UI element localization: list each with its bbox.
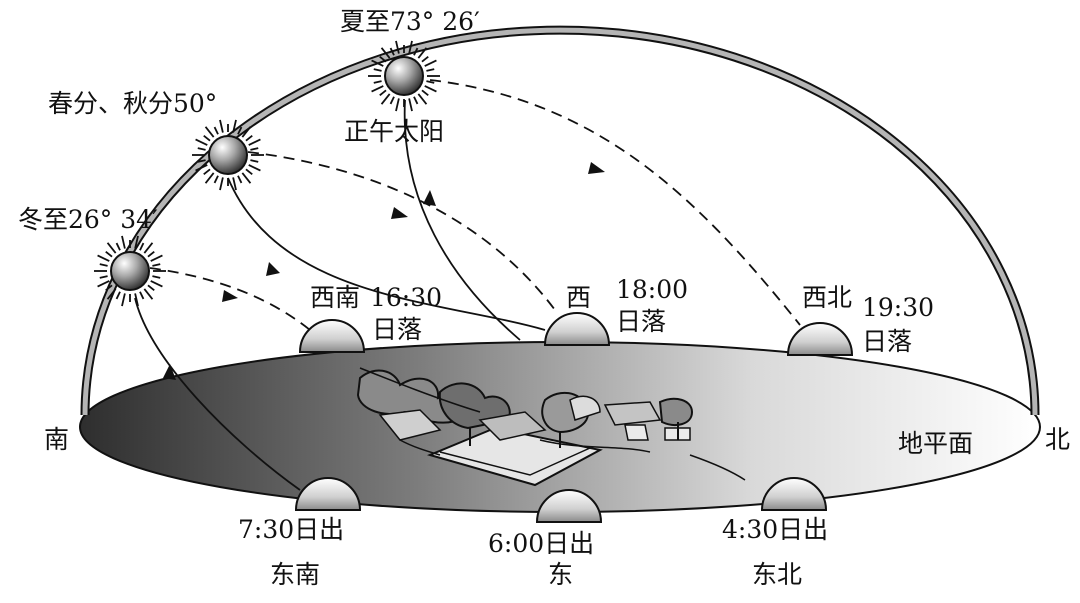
label-noon-sun: 正午太阳 <box>344 117 444 146</box>
arrow-set-summer <box>588 162 605 174</box>
sun-ray <box>249 139 261 145</box>
sun-ray <box>380 90 386 95</box>
sun-ray <box>148 252 154 257</box>
sun-ray <box>220 177 223 190</box>
label-west-event: 日落 <box>616 307 666 336</box>
label-east-time: 6:00日出 <box>488 529 594 558</box>
sunset-path-summer <box>430 80 800 325</box>
label-summer-solstice: 夏至73° 26′ <box>340 7 480 36</box>
label-equinox: 春分、秋分50° <box>48 89 217 118</box>
sun-ray <box>100 264 108 266</box>
label-northwest-event: 日落 <box>862 327 912 356</box>
arrow-rise-equinox <box>266 262 280 276</box>
sun-ray <box>414 97 417 104</box>
label-west-time: 18:00 <box>616 275 688 304</box>
sun-ray <box>144 243 152 253</box>
sun-ray <box>426 81 434 83</box>
sun-ray <box>206 127 214 137</box>
sun-ray <box>204 169 210 174</box>
sun-ray <box>198 148 206 150</box>
label-northwest-dir: 西北 <box>802 283 852 312</box>
sun-ray <box>425 86 437 92</box>
sun-ray <box>151 281 163 287</box>
label-winter-solstice: 冬至26° 34′ <box>18 205 158 234</box>
sun-ray <box>140 292 143 299</box>
sun-ray <box>391 97 394 104</box>
sun-ray <box>418 94 426 104</box>
label-southwest-time: 16:30 <box>370 283 442 312</box>
sun-ray <box>204 136 210 141</box>
sun-ray <box>396 98 399 111</box>
label-southwest-dir: 西南 <box>310 283 360 312</box>
label-southeast-time: 7:30日出 <box>238 515 344 544</box>
sun-ray <box>220 120 223 133</box>
sun-ray <box>374 69 382 71</box>
label-northeast-time: 4:30日出 <box>722 515 828 544</box>
sun-ray <box>215 127 218 134</box>
sun-ray <box>206 173 214 183</box>
label-southwest-event: 日落 <box>372 315 422 344</box>
sun-ray <box>152 276 160 278</box>
sun-ray <box>374 81 382 83</box>
sun-ray <box>409 98 412 111</box>
sunset-sun-southwest <box>300 320 364 352</box>
sun-ray <box>196 139 208 145</box>
sun-ray <box>238 176 241 183</box>
sun-ray <box>372 86 384 92</box>
sun-ray <box>148 285 154 290</box>
sun-ray <box>242 173 250 183</box>
sun-summer-solstice <box>368 41 440 111</box>
sun-ray <box>152 264 160 266</box>
arrow-set-equinox <box>391 207 408 219</box>
sun-ray <box>422 57 428 62</box>
label-east-dir: 东 <box>548 560 573 589</box>
sun-ray <box>98 255 110 261</box>
sun-ray <box>100 276 108 278</box>
sun-ray <box>144 289 152 299</box>
label-northeast-dir: 东北 <box>752 560 802 589</box>
sun-ray <box>117 243 120 250</box>
sun-ray <box>215 176 218 183</box>
sunset-sun-northwest <box>788 323 852 355</box>
sun-ray <box>117 292 120 299</box>
arrow-set-winter <box>222 290 238 302</box>
sun-ray <box>422 90 428 95</box>
sun-ray <box>140 243 143 250</box>
label-southeast-dir: 东南 <box>270 560 320 589</box>
sun-ray <box>108 243 116 253</box>
sun-ray <box>382 94 390 104</box>
sun-ray <box>250 148 258 150</box>
sun-ray <box>425 60 437 66</box>
sun-ray <box>250 160 258 162</box>
sun-ray <box>249 165 261 171</box>
sun-ray <box>151 255 163 261</box>
label-south: 南 <box>44 425 69 454</box>
label-west-dir: 西 <box>566 283 591 312</box>
sun-ray <box>122 236 125 249</box>
sun-ray <box>122 293 125 306</box>
label-north: 北 <box>1045 425 1070 454</box>
label-northwest-time: 19:30 <box>862 293 934 322</box>
sun-ray <box>246 136 252 141</box>
label-horizon: 地平面 <box>898 429 973 458</box>
sun-ray <box>246 169 252 174</box>
sun-ray <box>106 252 112 257</box>
sun-ray <box>426 69 434 71</box>
sun-ray <box>98 281 110 287</box>
sunset-sun-west <box>545 313 609 345</box>
sun-equinox <box>192 120 264 190</box>
